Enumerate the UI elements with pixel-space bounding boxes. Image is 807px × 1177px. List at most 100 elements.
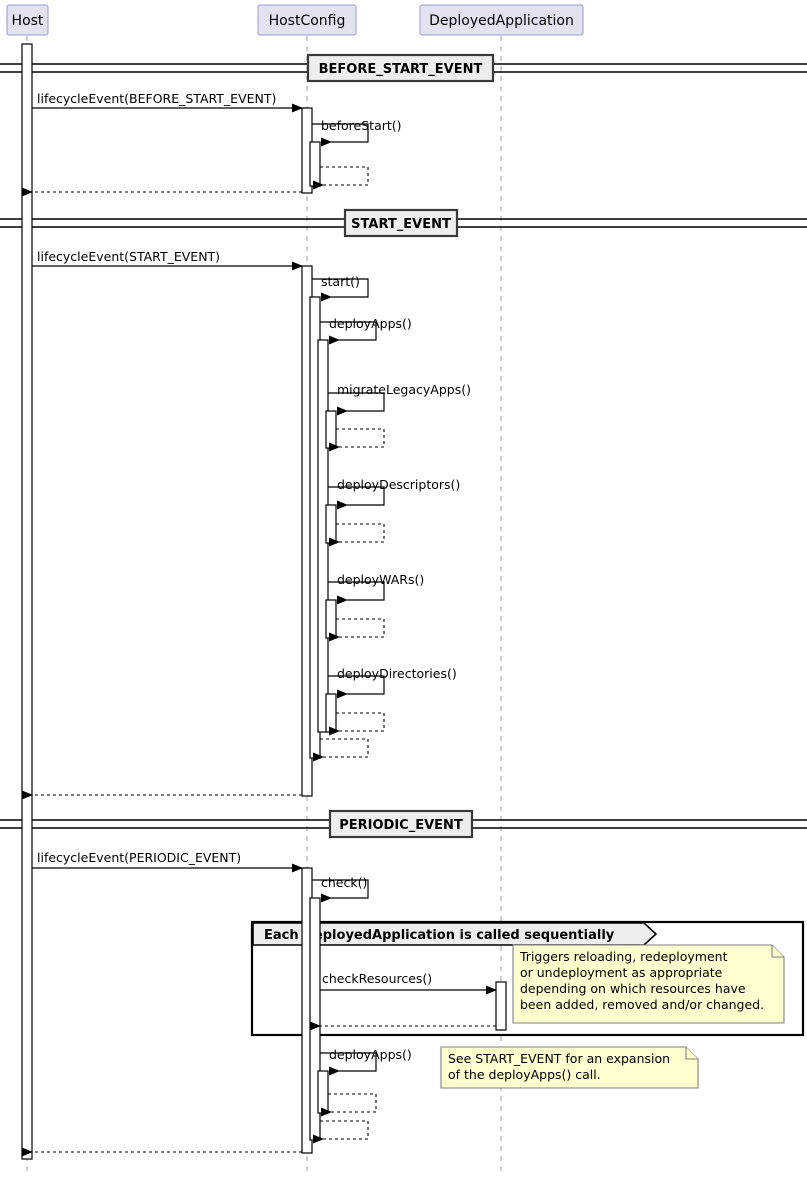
message-m9	[329, 428, 385, 452]
message-self-path-m19	[312, 879, 369, 903]
message-m6: start()	[312, 274, 369, 302]
message-m10: deployDescriptors()	[328, 477, 460, 510]
participant-label-host: Host	[12, 13, 44, 29]
message-self-path-m15	[329, 712, 385, 736]
message-label-m5: lifecycleEvent(START_EVENT)	[37, 249, 220, 264]
participant-label-deployedapplication: DeployedApplication	[429, 13, 574, 29]
activation-bar-hc-act-descriptors	[325, 504, 337, 544]
participant-box-deployedapplication[interactable]	[419, 4, 584, 36]
message-m20: checkResources()	[320, 971, 497, 995]
message-self-path-m3	[313, 166, 369, 190]
message-label-m20: checkResources()	[322, 971, 432, 986]
note-fold-corner	[685, 1047, 698, 1060]
message-self-path-m7	[320, 321, 377, 345]
message-label-m18: lifecycleEvent(PERIODIC_EVENT)	[37, 850, 241, 865]
activation-bar-da-act-check	[495, 981, 507, 1031]
message-self-path-m12	[328, 581, 385, 605]
activation-bar-hc-act-directories	[325, 693, 337, 733]
participant-host[interactable]: Host	[6, 4, 49, 36]
message-label-m7: deployApps()	[329, 316, 412, 331]
note-fold-corner	[771, 945, 784, 958]
message-m3	[313, 166, 369, 190]
message-m22: deployApps()	[320, 1047, 412, 1076]
message-m11	[329, 523, 385, 547]
message-self-path-m24	[313, 1120, 369, 1144]
message-self-path-m14	[328, 675, 385, 699]
activations-layer	[21, 43, 507, 1160]
message-m18: lifecycleEvent(PERIODIC_EVENT)	[32, 850, 303, 873]
participant-label-hostconfig: HostConfig	[269, 13, 346, 29]
note-line: depending on which resources have	[520, 981, 746, 996]
message-label-m8: migrateLegacyApps()	[337, 382, 471, 397]
divider-box-periodic-event	[328, 809, 474, 839]
message-m12: deployWARs()	[328, 572, 424, 605]
message-self-path-m2	[312, 123, 369, 147]
participant-deployedapplication[interactable]: DeployedApplication	[419, 4, 584, 36]
message-self-path-m16	[313, 738, 369, 762]
message-m2: beforeStart()	[312, 118, 402, 147]
message-m16	[313, 738, 369, 762]
message-m15	[329, 712, 385, 736]
message-m23	[321, 1093, 377, 1117]
participant-hostconfig[interactable]: HostConfig	[257, 4, 357, 36]
messages-layer: lifecycleEvent(BEFORE_START_EVENT)before…	[22, 91, 497, 1157]
message-m13	[329, 618, 385, 642]
message-self-path-m13	[329, 618, 385, 642]
message-label-m1: lifecycleEvent(BEFORE_START_EVENT)	[37, 91, 276, 106]
note-line: Triggers reloading, redeployment	[519, 949, 728, 964]
message-m7: deployApps()	[320, 316, 412, 345]
message-label-m22: deployApps()	[329, 1047, 412, 1062]
group-each-deployed-application: Each DeployedApplication is called seque…	[250, 920, 805, 1037]
activation-bar-hc-act-wars	[325, 599, 337, 639]
message-label-m2: beforeStart()	[321, 118, 402, 133]
message-label-m14: deployDirectories()	[337, 666, 457, 681]
message-m8: migrateLegacyApps()	[328, 382, 471, 416]
lifelines-layer	[26, 36, 502, 1172]
note-body	[512, 944, 785, 1024]
dividers-layer: BEFORE_START_EVENT START_EVENT PERIODIC_EV…	[0, 53, 807, 839]
message-self-path-m10	[328, 486, 385, 510]
group-tab-label: Each DeployedApplication is called seque…	[264, 928, 615, 943]
message-label-m19: check()	[321, 875, 367, 890]
group-frame	[250, 920, 805, 1037]
divider-label-periodic-event: PERIODIC_EVENT	[339, 818, 463, 833]
message-self-path-m9	[329, 428, 385, 452]
message-label-m12: deployWARs()	[337, 572, 424, 587]
message-self-path-m6	[312, 278, 369, 302]
divider-label-before-start-event: BEFORE_START_EVENT	[319, 62, 483, 77]
message-self-path-m22	[320, 1052, 377, 1076]
note-line: of the deployApps() call.	[448, 1067, 601, 1082]
participant-box-hostconfig[interactable]	[257, 4, 357, 36]
note-line: or undeployment as appropriate	[520, 965, 723, 980]
participant-box-host[interactable]	[6, 4, 49, 36]
message-m19: check()	[312, 875, 369, 903]
note-body	[440, 1046, 699, 1089]
divider-box-before-start-event	[306, 53, 495, 83]
divider-label-start-event: START_EVENT	[351, 217, 451, 232]
groups-layer: Each DeployedApplication is called seque…	[250, 920, 805, 1037]
message-m24	[313, 1120, 369, 1144]
message-self-path-m11	[329, 523, 385, 547]
activation-bar-host-activation	[21, 43, 33, 1160]
activation-bar-hc-act-periodic-l2	[317, 1070, 329, 1114]
note-line: See START_EVENT for an expansion	[448, 1051, 670, 1066]
message-m1: lifecycleEvent(BEFORE_START_EVENT)	[32, 91, 303, 113]
message-m14: deployDirectories()	[328, 666, 457, 699]
divider-box-start-event	[343, 208, 459, 238]
participants-layer: Host HostConfig DeployedApplication	[6, 4, 584, 36]
divider-before-start-event: BEFORE_START_EVENT	[0, 53, 807, 83]
divider-start-event: START_EVENT	[0, 208, 807, 238]
message-label-m6: start()	[321, 274, 360, 289]
divider-periodic-event: PERIODIC_EVENT	[0, 809, 807, 839]
message-m5: lifecycleEvent(START_EVENT)	[32, 249, 303, 271]
group-tab	[252, 922, 658, 946]
activation-bar-hc-act-before-inner	[309, 141, 321, 187]
activation-bar-hc-act-migrate	[325, 410, 337, 449]
note-line: been added, removed and/or changed.	[520, 997, 764, 1012]
message-label-m10: deployDescriptors()	[337, 477, 460, 492]
